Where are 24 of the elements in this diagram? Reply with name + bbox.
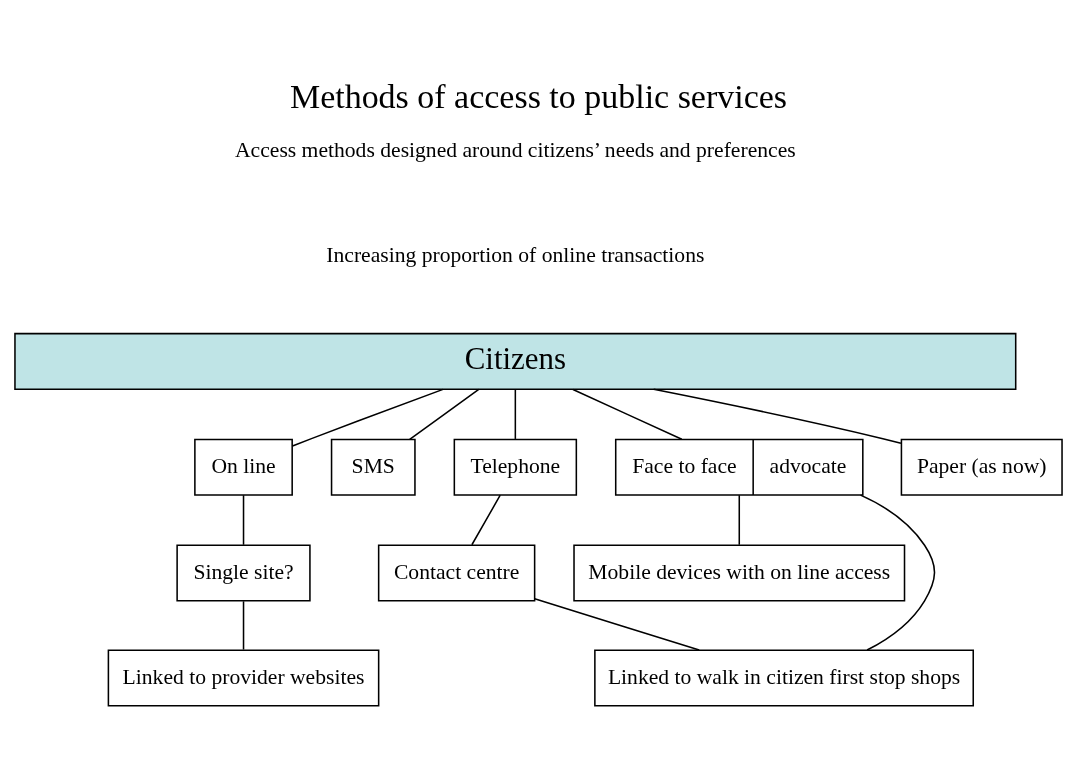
connector bbox=[514, 388, 517, 440]
connector bbox=[291, 388, 444, 447]
connector bbox=[738, 493, 741, 545]
connector bbox=[242, 493, 245, 545]
node-box: On line bbox=[194, 438, 293, 496]
node-box: SMS bbox=[330, 438, 416, 496]
label: Access methods designed around citizens’ needs and preferences bbox=[235, 137, 796, 162]
node-box: Citizens bbox=[14, 332, 1017, 390]
label: Increasing proportion of online transactions bbox=[326, 242, 705, 267]
connector bbox=[533, 597, 700, 651]
connector bbox=[652, 388, 902, 444]
node-box: Paper (as now) bbox=[900, 438, 1063, 496]
connector bbox=[471, 493, 501, 545]
node-box: Linked to provider websites bbox=[107, 648, 380, 707]
node-box: Contact centre bbox=[377, 543, 536, 602]
node-box: Linked to walk in citizen first stop shops bbox=[594, 648, 974, 707]
node-box: Telephone bbox=[453, 438, 578, 496]
connector bbox=[408, 388, 480, 440]
connector bbox=[572, 388, 683, 440]
node-box: Mobile devices with on line access bbox=[573, 543, 906, 602]
diagram-title: Methods of access to public services bbox=[289, 77, 788, 115]
connector bbox=[242, 600, 245, 650]
connector bbox=[859, 493, 936, 651]
node-box: Single site? bbox=[176, 543, 311, 602]
